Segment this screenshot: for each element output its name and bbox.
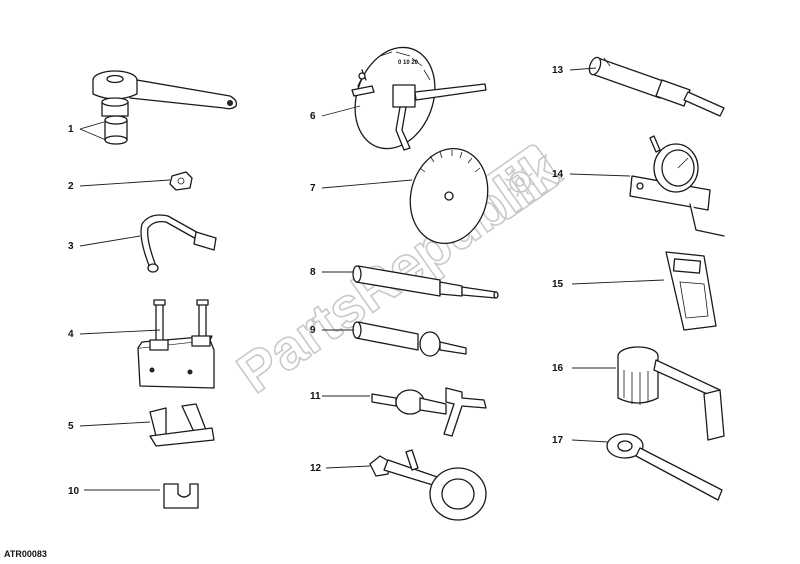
callout-4: 4 xyxy=(68,329,74,340)
callout-8: 8 xyxy=(310,267,316,278)
tool-6-degree-wheel-assembly: 0 10 20 xyxy=(351,46,487,151)
tool-12-ring-holder xyxy=(369,449,487,521)
callout-7: 7 xyxy=(310,183,316,194)
tool-1-socket-wrench xyxy=(92,70,238,145)
tool-15-electronic-tester xyxy=(665,251,717,331)
tool-17-ring-spanner xyxy=(606,433,723,501)
callout-5: 5 xyxy=(68,421,74,432)
tool-11-t-handle-puller xyxy=(371,387,487,437)
callout-13: 13 xyxy=(552,65,564,76)
callout-6: 6 xyxy=(310,111,316,122)
callout-15: 15 xyxy=(552,279,564,290)
callout-1: 1 xyxy=(68,124,74,135)
tool-4-pin-bracket xyxy=(137,299,215,389)
watermark-text: PartsRepublik xyxy=(226,137,571,405)
callout-3: 3 xyxy=(68,241,74,252)
callout-11: 11 xyxy=(310,391,321,402)
watermark: PartsRepublik xyxy=(225,136,572,406)
reference-code: ATR00083 xyxy=(4,549,47,559)
callout-9: 9 xyxy=(310,325,316,336)
callout-10: 10 xyxy=(68,486,80,497)
tool-8-long-drift xyxy=(352,265,499,299)
tool-10-u-block xyxy=(163,483,199,509)
tool-5-fork-plate xyxy=(149,403,215,447)
callout-2: 2 xyxy=(68,181,74,192)
callout-16: 16 xyxy=(552,363,564,374)
tool-13-bearing-drift xyxy=(588,56,725,117)
callout-12: 12 xyxy=(310,463,322,474)
watermark-gear-icon xyxy=(479,144,561,220)
tool-2-nut xyxy=(169,171,193,191)
tool-9-collar-drift xyxy=(352,321,467,357)
tool-14-dial-indicator xyxy=(629,135,725,237)
tool-16-clutch-holder xyxy=(617,346,725,441)
callout-14: 14 xyxy=(552,169,564,180)
tool-3-bent-rod xyxy=(140,214,217,273)
svg-text:0 10 20: 0 10 20 xyxy=(398,60,419,66)
callout-17: 17 xyxy=(552,435,564,446)
tool-7-degree-disc xyxy=(409,147,489,245)
